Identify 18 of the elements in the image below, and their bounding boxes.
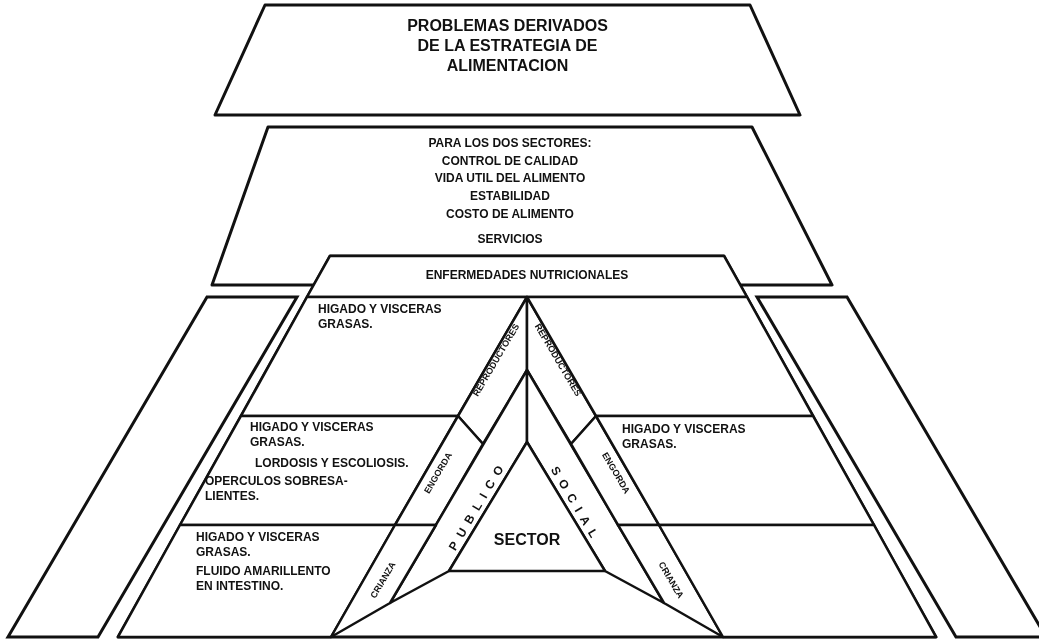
cell-text: FLUIDO AMARILLENTO EN INTESTINO. bbox=[196, 564, 332, 594]
panel-text: PARA LOS DOS SECTORES: bbox=[427, 136, 593, 151]
panel-text: CONTROL DE CALIDAD bbox=[440, 154, 580, 169]
panel-text: SERVICIOS bbox=[476, 232, 544, 247]
header-band bbox=[307, 256, 747, 297]
cell-text: OPERCULOS SOBRESA- LIENTES. bbox=[205, 474, 349, 504]
cell-text: HIGADO Y VISCERAS GRASAS. bbox=[622, 422, 747, 452]
band-heading: ENFERMEDADES NUTRICIONALES bbox=[424, 268, 630, 283]
cell-text: HIGADO Y VISCERAS GRASAS. bbox=[196, 530, 321, 560]
panel-heading: PROBLEMAS DERIVADOS DE LA ESTRATEGIA DE ALIMENTACION bbox=[406, 16, 609, 76]
cell-text: LORDOSIS Y ESCOLIOSIS. bbox=[255, 456, 410, 471]
band-segment bbox=[331, 525, 436, 637]
cell-text: HIGADO Y VISCERAS GRASAS. bbox=[250, 420, 375, 450]
panel-text: ESTABILIDAD bbox=[469, 189, 551, 204]
trapezoid-panel bbox=[215, 5, 800, 115]
panel-text: VIDA UTIL DEL ALIMENTO bbox=[433, 171, 587, 186]
panel-text: COSTO DE ALIMENTO bbox=[445, 207, 575, 222]
cell-text: HIGADO Y VISCERAS GRASAS. bbox=[318, 302, 443, 332]
